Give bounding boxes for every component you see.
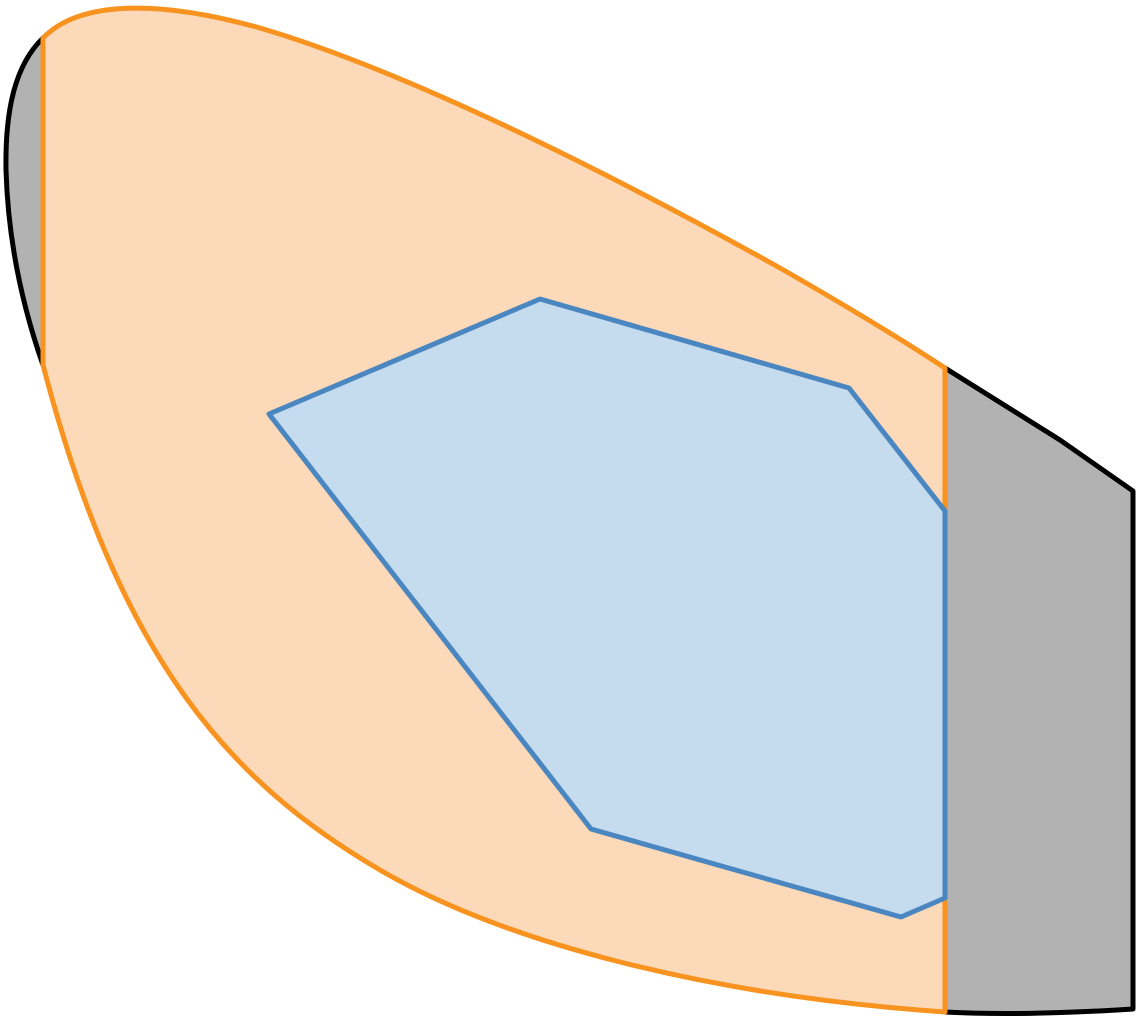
- inner-region: [266, 296, 948, 920]
